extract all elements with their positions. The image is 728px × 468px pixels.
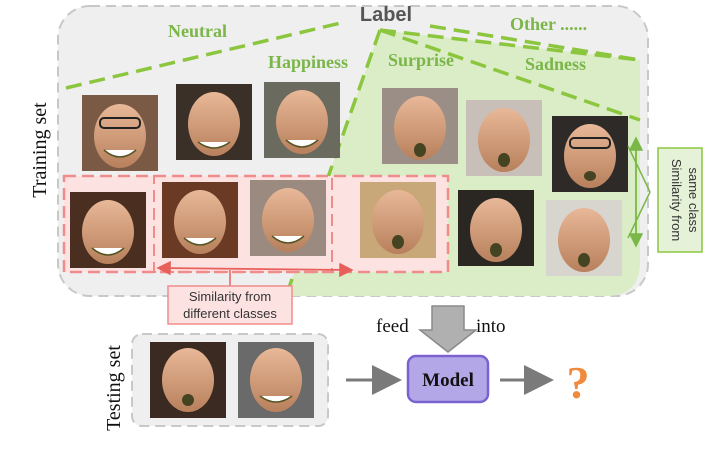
face-photo [264, 82, 340, 158]
face-photo [250, 180, 326, 256]
category-neutral: Neutral [168, 21, 227, 41]
face-photo [382, 88, 458, 164]
face-photo [552, 116, 628, 192]
class-separator-lines [65, 20, 641, 297]
similarity-same-line2: same class [686, 167, 701, 233]
testing-set-label: Testing set [103, 345, 125, 431]
testing-face-photos [150, 342, 314, 418]
similarity-different-line2: different classes [183, 306, 277, 321]
training-set-label: Training set [29, 102, 51, 198]
face-photo [458, 190, 534, 266]
face-photo [176, 84, 252, 160]
face-photo [360, 182, 436, 258]
label-title: Label [360, 4, 412, 26]
face-photo [70, 192, 146, 268]
into-label: into [476, 316, 506, 337]
model-box [406, 354, 490, 404]
category-surprise: Surprise [388, 50, 454, 70]
face-photo [162, 182, 238, 258]
similarity-different-box [167, 285, 293, 325]
face-photo [546, 200, 622, 276]
cross-class-arrow [156, 260, 354, 278]
similarity-different-line1: Similarity from [189, 289, 271, 304]
similarity-same-box [657, 147, 703, 253]
feed-into-arrow [417, 305, 479, 353]
same-class-arrow-stem [627, 145, 651, 239]
face-photo [466, 100, 542, 176]
category-happiness: Happiness [268, 52, 348, 72]
training-face-photos [70, 82, 628, 276]
face-photo [82, 95, 158, 171]
model-label: Model [422, 370, 474, 391]
similarity-same-line1: Similarity from [669, 159, 684, 241]
result-question-mark: ? [567, 357, 590, 408]
category-sadness: Sadness [525, 54, 586, 74]
category-other: Other ...... [510, 14, 587, 34]
face-photo [238, 342, 314, 418]
face-photo [150, 342, 226, 418]
feed-label: feed [376, 316, 409, 337]
